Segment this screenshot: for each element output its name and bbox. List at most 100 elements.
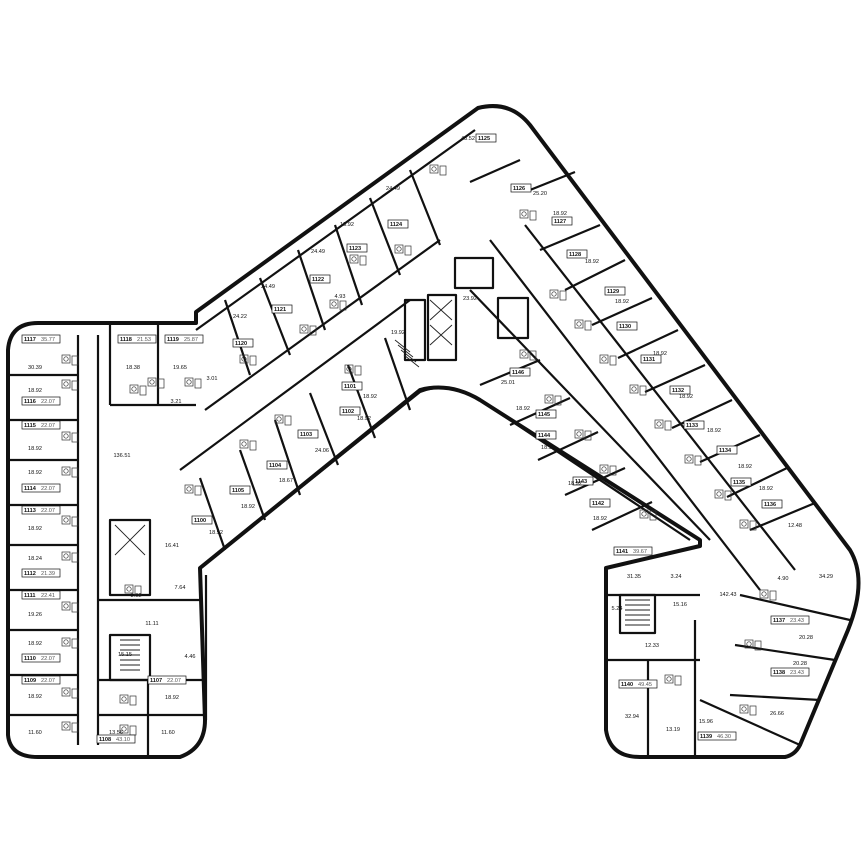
unit-tag-1120[interactable]: 1120 (232, 338, 254, 348)
bathroom-fixture (61, 721, 79, 733)
unit-tag-1103[interactable]: 1103 (297, 429, 319, 439)
unit-area: 21.53 (137, 337, 151, 343)
unit-number: 1113 (24, 508, 36, 514)
unit-number: 1134 (719, 448, 732, 454)
room-area-label: 18.92 (28, 641, 42, 647)
bathroom-fixtures (61, 164, 777, 736)
unit-tag-1126[interactable]: 1126 (510, 183, 532, 193)
room-area-label: 18.92 (553, 211, 567, 217)
bathroom-fixture (739, 704, 757, 716)
room-area-label: 18.92 (28, 446, 42, 452)
room-area-label: 18.92 (209, 530, 223, 536)
unit-tag-1128[interactable]: 1128 (566, 249, 588, 259)
unit-area: 22.07 (41, 399, 55, 405)
bathroom-fixture (61, 354, 79, 366)
unit-tag-1127[interactable]: 1127 (551, 216, 573, 226)
unit-tag-1105[interactable]: 1105 (229, 485, 251, 495)
unit-tag-1123[interactable]: 1123 (346, 243, 368, 253)
room-area-label: 18.92 (568, 481, 582, 487)
unit-tag-1102[interactable]: 1102 (339, 406, 361, 416)
room-area-label: 20.28 (799, 635, 813, 641)
unit-tag-1129[interactable]: 1129 (604, 286, 626, 296)
bathroom-fixture (299, 324, 317, 336)
unit-tag-1122[interactable]: 1122 (309, 274, 331, 284)
room-area-label: 3.92 (131, 593, 142, 599)
bathroom-fixture (239, 439, 257, 451)
room-area-label: 18.24 (28, 556, 42, 562)
room-area-label: 32.94 (625, 714, 639, 720)
unit-tag-1124[interactable]: 1124 (387, 219, 409, 229)
unit-number: 1141 (616, 549, 628, 555)
bathroom-fixture (184, 484, 202, 496)
unit-area: 35.77 (41, 337, 55, 343)
bathroom-fixture (274, 414, 292, 426)
room-area-label: 18.92 (707, 428, 721, 434)
unit-tag-1133[interactable]: 1133 (683, 420, 705, 430)
unit-number: 1119 (167, 337, 179, 343)
unit-area: 22.07 (167, 678, 181, 684)
upper-left-wing (179, 129, 530, 551)
room-area-label: 3.21 (171, 399, 182, 405)
bathroom-fixture (629, 384, 647, 396)
unit-tag-1145[interactable]: 1145 (535, 409, 557, 419)
unit-tag-1104[interactable]: 1104 (266, 460, 288, 470)
bathroom-fixture (61, 466, 79, 478)
unit-tag-1135[interactable]: 1135 (730, 477, 752, 487)
bathroom-fixture (129, 384, 147, 396)
unit-area: 23.43 (790, 670, 804, 676)
bathroom-fixture (61, 515, 79, 527)
bathroom-fixture (744, 639, 762, 651)
unit-tag-1132[interactable]: 1132 (669, 385, 691, 395)
unit-tag-1134[interactable]: 1134 (716, 445, 738, 455)
unit-tag-1143[interactable]: 1143 (572, 476, 594, 486)
room-area-label: 23.92 (463, 296, 477, 302)
room-area-label: 18.92 (340, 222, 354, 228)
unit-tag-1144[interactable]: 1144 (535, 430, 557, 440)
unit-tag-1121[interactable]: 1121 (271, 304, 293, 314)
unit-number: 1111 (24, 593, 36, 599)
unit-number: 1128 (569, 252, 581, 258)
unit-tag-1146[interactable]: 1146 (509, 367, 531, 377)
bathroom-fixture (239, 354, 257, 366)
bathroom-fixture (61, 379, 79, 391)
unit-tag-1101[interactable]: 1101 (341, 381, 363, 391)
unit-number: 1101 (344, 384, 356, 390)
unit-tag-1141[interactable]: 1141 39.67 (613, 546, 653, 556)
room-area-label: 142.43 (719, 592, 736, 598)
unit-tag-1125[interactable]: 1125 (475, 133, 497, 143)
unit-tag-1131[interactable]: 1131 (640, 354, 662, 364)
unit-number: 1105 (232, 488, 244, 494)
unit-number: 1115 (24, 423, 36, 429)
unit-tag-1136[interactable]: 1136 (761, 499, 783, 509)
room-area-label: 18.92 (516, 406, 530, 412)
room-area-label: 4.90 (778, 576, 789, 582)
room-area-label: 18.67 (279, 478, 293, 484)
unit-area: 39.67 (633, 549, 647, 555)
room-area-label: 19.92 (391, 330, 405, 336)
unit-number: 1122 (312, 277, 324, 283)
unit-tag-1142[interactable]: 1142 (589, 498, 611, 508)
room-area-label: 11.11 (145, 621, 158, 627)
unit-tag-1130[interactable]: 1130 (616, 321, 638, 331)
bathroom-fixture (519, 349, 537, 361)
unit-tag-1100[interactable]: 1100 (191, 515, 213, 525)
bathroom-fixture (344, 364, 362, 376)
unit-number: 1136 (764, 502, 776, 508)
